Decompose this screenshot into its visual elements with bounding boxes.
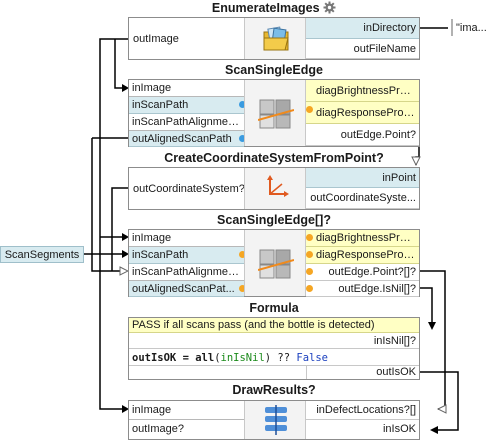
connector-dot [306,285,313,292]
enumerate-images-block[interactable]: outImage inDirectory outFileName [128,17,420,60]
scan-edge-icon [258,99,294,129]
coordinate-system-icon [267,175,289,197]
out-coordinate-system-right-port[interactable]: outCoordinateSyste... [306,188,419,209]
connector-dot [239,135,246,142]
scan-edge-icon [258,249,294,279]
diag-brightness-profile-port[interactable]: diagBrightnessProfil... [306,230,419,247]
formula-code-close: ) ?? [264,352,297,364]
enumerate-images-icon-cell [244,18,306,59]
connector-dot [306,251,313,258]
in-image-port[interactable]: inImage [129,230,244,247]
out-image-port[interactable]: outImage? [129,420,244,439]
formula-divider [129,365,419,366]
connector-dot [239,101,246,108]
folder-images-icon [263,26,289,51]
in-directory-value[interactable]: "ima... [456,22,487,34]
draw-results-block[interactable]: inImage outImage? inDefectLocations?[] i… [128,400,420,440]
create-coordinate-system-title: CreateCoordinateSystemFromPoint? [164,151,384,165]
in-defect-locations-port[interactable]: inDefectLocations?[] [306,401,419,420]
formula-code-arg: inIsNil [220,352,265,364]
diag-brightness-profile-port[interactable]: diagBrightnessProfile [306,80,419,102]
formula-block[interactable]: PASS if all scans pass (and the bottle i… [128,317,420,380]
out-edge-point-port[interactable]: outEdge.Point? [306,124,419,146]
connector-dot [306,268,313,275]
out-aligned-scan-path-port[interactable]: outAlignedScanPath [129,131,244,147]
out-edge-point-port[interactable]: outEdge.Point?[]? [306,264,419,281]
in-directory-port[interactable]: inDirectory [306,18,419,39]
diag-response-profile-port[interactable]: diagResponseProfile [306,102,419,124]
out-edge-isnil-port[interactable]: outEdge.IsNil[]? [306,281,419,297]
coordinate-system-icon-cell [244,168,306,209]
scan-single-edge-array-title: ScanSingleEdge[]? [217,213,331,227]
out-aligned-scan-path-port[interactable]: outAlignedScanPat... [129,281,244,297]
connector-dot [306,234,313,241]
in-image-port[interactable]: inImage [129,401,244,420]
in-scan-path-alignment-port[interactable]: inScanPathAlignment* [129,114,244,131]
enumerate-images-title: EnumerateImages [128,0,420,16]
gear-icon[interactable] [323,1,336,14]
scan-single-edge-block[interactable]: inImage inScanPath inScanPathAlignment* … [128,79,420,147]
out-file-name-port[interactable]: outFileName [306,39,419,59]
formula-code-false: False [296,352,328,364]
out-image-port[interactable]: outImage [133,33,179,45]
in-isok-port[interactable]: inIsOK [306,420,419,439]
formula-code[interactable]: outIsOK = all(inIsNil) ?? False [132,351,416,365]
enumerate-images-title-text: EnumerateImages [211,1,320,15]
draw-results-title: DrawResults? [232,383,316,397]
scan-single-edge-array-block[interactable]: inImage inScanPath inScanPathAlignment* … [128,229,420,297]
formula-code-open: ( [214,352,221,364]
connector-dot [239,251,246,258]
connector-dot [239,285,246,292]
scan-single-edge-array-icon-cell [244,230,306,296]
out-isok-port[interactable]: outIsOK [306,366,419,379]
scan-single-edge-icon-cell [244,80,306,146]
formula-title: Formula [249,301,299,315]
in-isnil-port[interactable]: inIsNil[]? [129,333,419,349]
create-coordinate-system-block[interactable]: outCoordinateSystem? inPoint outCoordina… [128,167,420,210]
draw-results-icon [265,405,287,435]
scan-segments-input[interactable]: ScanSegments [0,246,84,263]
in-scan-path-alignment-port[interactable]: inScanPathAlignment* [129,264,244,281]
draw-results-icon-cell [244,401,306,439]
formula-code-lhs: outIsOK = [132,352,196,364]
scan-single-edge-title: ScanSingleEdge [225,63,323,77]
formula-code-fn: all [195,352,215,364]
formula-comment: PASS if all scans pass (and the bottle i… [129,318,419,333]
in-scan-path-port[interactable]: inScanPath [129,247,244,264]
connector-dot [306,106,313,113]
in-scan-path-port[interactable]: inScanPath [129,97,244,114]
in-point-port[interactable]: inPoint [306,168,419,188]
out-coordinate-system-port[interactable]: outCoordinateSystem? [133,183,245,195]
diag-response-profile-port[interactable]: diagResponseProfile... [306,247,419,264]
in-image-port[interactable]: inImage [129,80,244,97]
